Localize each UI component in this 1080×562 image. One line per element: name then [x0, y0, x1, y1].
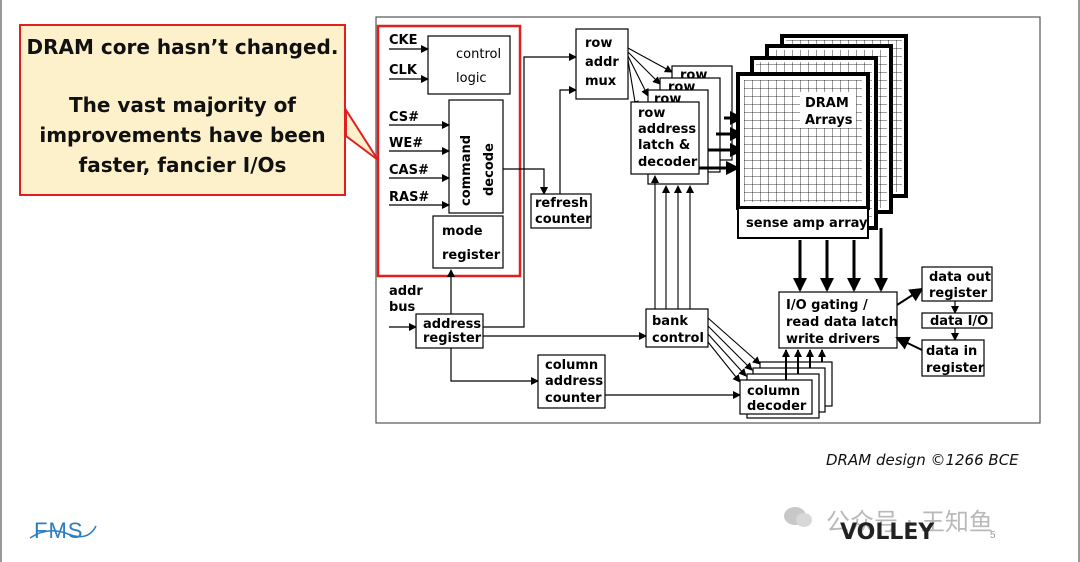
row-addr-mux-label-1: row — [585, 36, 612, 51]
signal-cke: CKE — [389, 33, 418, 48]
refresh-counter-label-2: counter — [535, 212, 592, 227]
control-logic-box — [427, 35, 511, 95]
command-decode-label-2: decode — [482, 143, 497, 196]
row-decoder-box — [630, 101, 700, 175]
diagram-frame — [375, 16, 1041, 424]
fms-logo-text: FMS — [34, 518, 84, 543]
data-out-register-label-1: data out — [929, 270, 991, 285]
callout-line-2: The vast majority of — [68, 93, 297, 117]
signal-ras: RAS# — [389, 190, 429, 205]
row-decoder-label-1: row — [638, 106, 665, 121]
refresh-counter-box — [530, 193, 592, 229]
row-decoder-label-4: decoder — [638, 155, 698, 170]
bank-control-box — [645, 308, 709, 348]
page-number: 5 — [990, 530, 996, 541]
io-gating-label-1: I/O gating / — [786, 298, 868, 313]
io-gating-box — [778, 291, 898, 349]
bank-control-label-1: bank — [652, 314, 688, 329]
command-decode-box — [448, 99, 504, 214]
addr-bus-label-1: addr — [389, 284, 423, 299]
row-addr-mux-box — [575, 28, 629, 100]
data-in-register-box — [921, 339, 985, 377]
io-gating-label-3: write drivers — [786, 332, 880, 347]
callout-line-4: faster, fancier I/Os — [78, 153, 287, 177]
signal-clk: CLK — [389, 63, 418, 78]
sense-amp-label: sense amp array — [746, 216, 868, 231]
data-io-label: data I/O — [930, 314, 988, 329]
caption: DRAM design ©1266 BCE — [826, 451, 1019, 469]
signal-we: WE# — [389, 136, 423, 151]
addr-bus-label-2: bus — [389, 300, 416, 315]
data-in-register-label-2: register — [926, 361, 985, 376]
data-out-register-label-2: register — [929, 286, 988, 301]
address-register-label-1: address — [423, 317, 481, 332]
column-decoder-box — [739, 379, 813, 415]
row-addr-mux-label-2: addr — [585, 55, 619, 70]
io-gating-label-2: read data latch — [786, 315, 898, 330]
dram-arrays-label-1: DRAM — [805, 96, 849, 111]
control-logic-label-2: logic — [456, 71, 487, 86]
wechat-icon — [783, 504, 813, 530]
signal-arrows — [389, 45, 450, 209]
callout-pointer — [345, 106, 379, 161]
fms-logo: FMS — [28, 516, 98, 544]
mode-register-label-2: register — [442, 248, 501, 263]
data-in-register-label-1: data in — [926, 344, 977, 359]
watermark-text: 公众号 · 王知鱼 — [826, 508, 993, 536]
dram-arrays-stack: DRAM Arrays sense amp array — [736, 34, 908, 239]
signal-cas: CAS# — [389, 163, 429, 178]
mode-register-box — [432, 215, 504, 269]
mode-register-label-1: mode — [442, 224, 483, 239]
callout-box: DRAM core hasn’t changed. The vast major… — [19, 24, 346, 196]
address-register-box — [415, 313, 484, 349]
address-register-label-2: register — [423, 331, 482, 346]
bank-control-label-2: control — [652, 331, 704, 346]
refresh-counter-label-1: refresh — [535, 196, 588, 211]
callout-line-3: improvements have been — [39, 123, 326, 147]
data-io-box — [921, 312, 993, 329]
dram-arrays-label-2: Arrays — [805, 113, 853, 128]
column-address-counter-box — [537, 354, 606, 409]
column-decoder-label-2: decoder — [747, 399, 807, 414]
row-decoder-label-2: address — [638, 122, 696, 137]
command-decode-label-1: command — [459, 135, 474, 206]
data-out-register-box — [921, 266, 993, 302]
control-logic-label-1: control — [456, 47, 501, 62]
volley-logo: VOLLEY — [840, 520, 935, 545]
signal-cs: CS# — [389, 110, 419, 125]
row-addr-mux-label-3: mux — [585, 74, 617, 89]
row-decoder-label-3: latch & — [638, 138, 690, 153]
callout-line-1: DRAM core hasn’t changed. — [26, 35, 339, 59]
column-address-counter-label-1: column — [545, 358, 598, 373]
column-address-counter-label-2: address — [545, 374, 603, 389]
column-address-counter-label-3: counter — [545, 391, 602, 406]
column-decoder-label-1: column — [747, 384, 800, 399]
